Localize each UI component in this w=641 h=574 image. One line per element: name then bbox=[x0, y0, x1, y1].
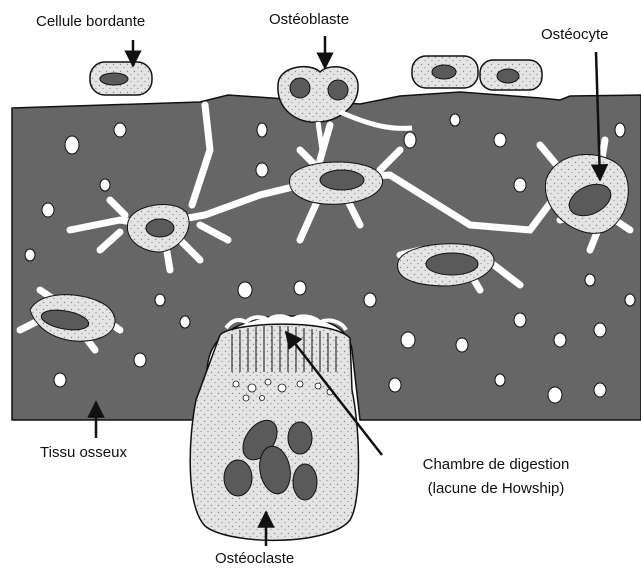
osteocyte-center bbox=[290, 162, 383, 204]
lining-cell bbox=[90, 62, 152, 95]
lining-cell-pair bbox=[412, 56, 542, 90]
label-osteoblast: Ostéoblaste bbox=[269, 11, 349, 29]
label-osteoclast: Ostéoclaste bbox=[215, 550, 294, 568]
label-lining-cell: Cellule bordante bbox=[36, 13, 145, 31]
label-digestion-chamber-line2: (lacune de Howship) bbox=[368, 480, 624, 498]
label-digestion-chamber: Chambre de digestion (lacune de Howship) bbox=[368, 456, 624, 498]
label-osteocyte: Ostéocyte bbox=[541, 26, 609, 44]
label-bone-tissue: Tissu osseux bbox=[40, 444, 127, 462]
label-digestion-chamber-line1: Chambre de digestion bbox=[368, 456, 624, 474]
osteoclast bbox=[190, 324, 358, 540]
